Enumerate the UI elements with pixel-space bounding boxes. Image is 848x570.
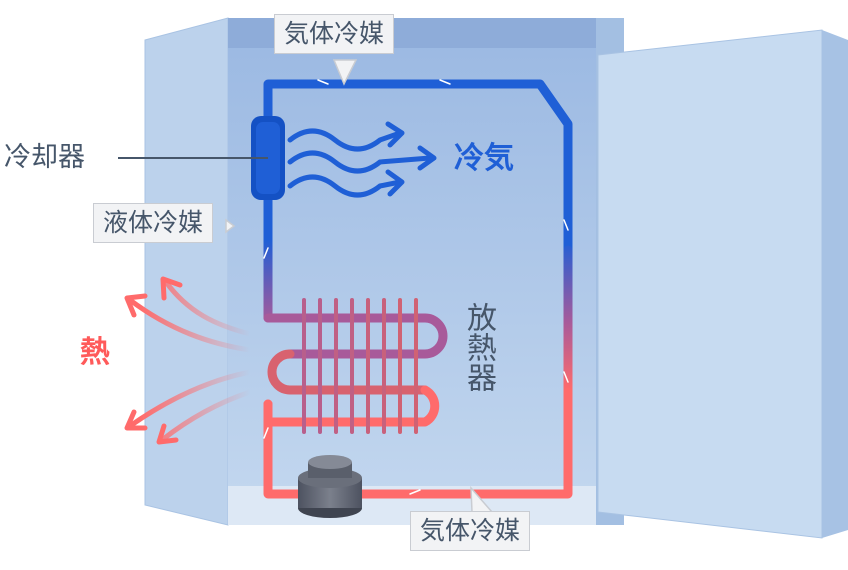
transition-pipe [263, 195, 573, 401]
flow-arrow [439, 79, 451, 85]
heat-label: 熱 [80, 335, 110, 370]
hot-pipe [263, 387, 573, 499]
cold-air-wave [287, 174, 403, 198]
heat-arrowhead [156, 423, 179, 445]
radiator-label: 放熱器 [461, 302, 496, 392]
cabinet-door [597, 29, 848, 539]
cold-air-wave [287, 128, 403, 152]
radiator-coil [263, 313, 448, 427]
flow-arrow [563, 371, 569, 383]
cold-air-waves [287, 121, 437, 198]
heat-arrowhead [160, 276, 183, 301]
flow-arrow [409, 489, 421, 495]
flow-arrow [263, 247, 269, 259]
heat-arrow [127, 369, 253, 429]
heat-arrowheads [124, 276, 183, 445]
heat-arrow [127, 297, 253, 353]
cabinet-interior [228, 18, 596, 525]
callout-gas-refrigerant-top: 気体冷媒 [274, 14, 395, 54]
flow-arrow [563, 219, 569, 231]
heat-arrowhead [124, 293, 148, 318]
cold-air-arrowhead [385, 121, 405, 148]
heat-arrowhead [124, 409, 148, 431]
heat-arrow [159, 389, 253, 443]
flow-arrow [263, 427, 269, 439]
compressor [298, 455, 362, 518]
cabinet-left-wall [144, 17, 229, 526]
callout-liquid-refrigerant: 液体冷媒 [93, 203, 214, 243]
cold-air-wave [287, 150, 433, 174]
cold-air-arrowhead [417, 145, 437, 171]
heat-arrow [163, 279, 253, 337]
heat-arrows [127, 279, 253, 443]
flow-arrow [317, 79, 329, 85]
cold-air-label: 冷気 [454, 141, 514, 176]
cooler-label: 冷却器 [4, 142, 85, 173]
cold-pipe [263, 79, 573, 261]
cold-air-arrowhead [385, 169, 405, 197]
radiator-fins [302, 298, 418, 434]
flow-arrows [263, 79, 569, 495]
callout-gas-refrigerant-bottom: 気体冷媒 [410, 511, 531, 551]
